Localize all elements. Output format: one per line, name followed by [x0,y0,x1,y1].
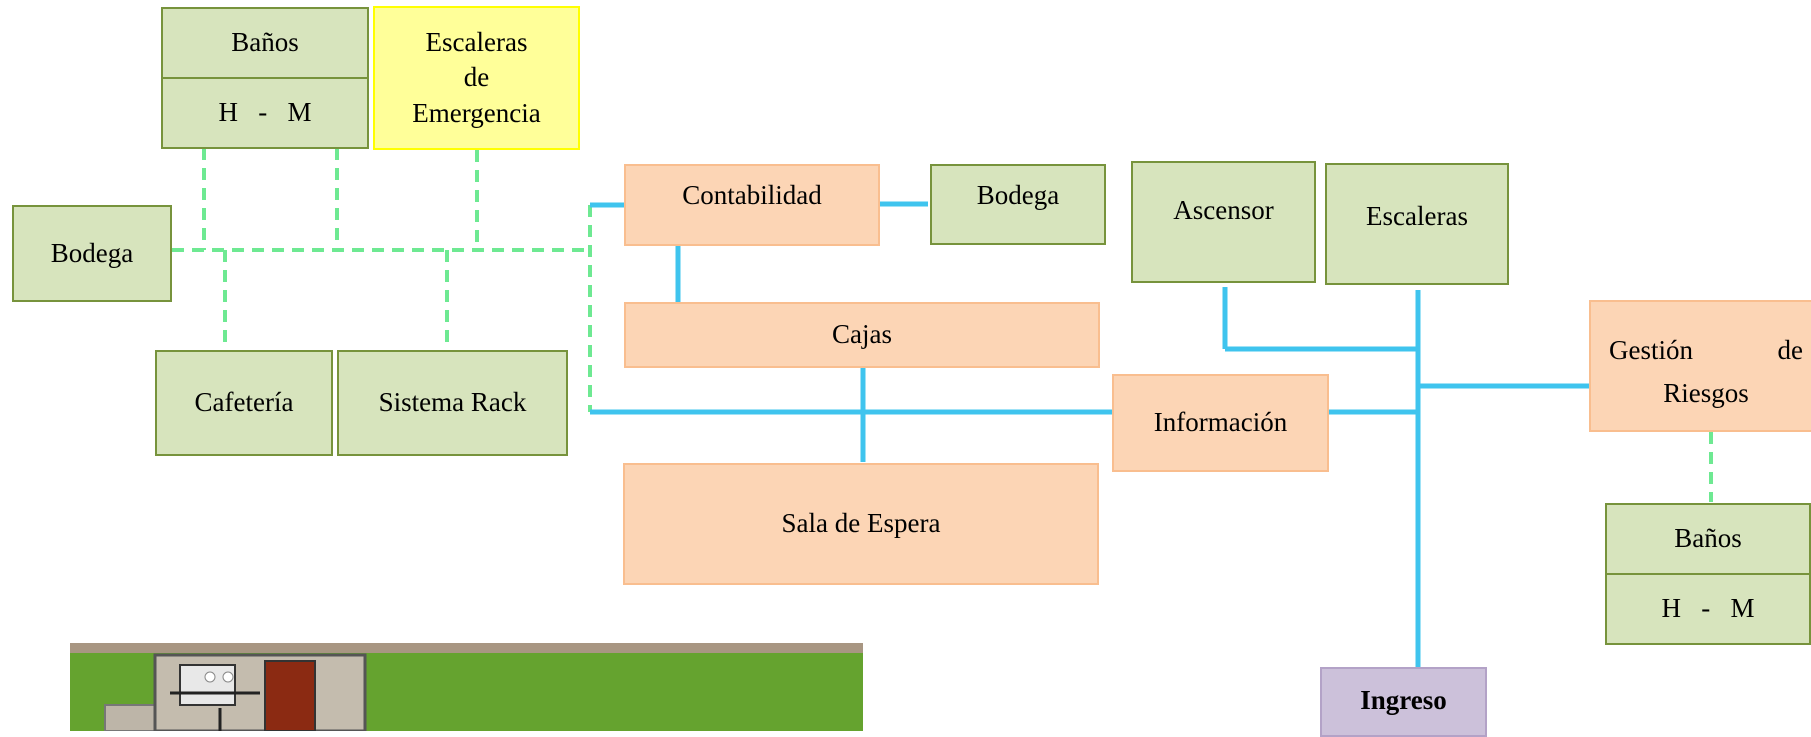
escaleras-label: Escaleras [1366,201,1468,231]
sala-espera-label: Sala de Espera [781,508,941,539]
riesgos-label: Riesgos [1663,378,1749,408]
cafeteria-box: Cafetería [155,350,333,456]
cajas-box: Cajas [624,302,1100,368]
banos-right-title: Baños [1607,505,1809,575]
banos-left-title: Baños [163,9,367,79]
gestion-label: Gestión [1609,334,1693,365]
bodega-left-box: Bodega [12,205,172,302]
ascensor-box: Ascensor [1131,161,1316,283]
bodega-right-box: Bodega [930,164,1106,245]
ingreso-box: Ingreso [1320,667,1487,737]
solid-connectors [590,201,1590,668]
escaleras-emergencia-label: Escaleras de Emergencia [412,27,541,128]
ascensor-label: Ascensor [1173,195,1274,225]
escaleras-box: Escaleras [1325,163,1509,285]
gestion-riesgos-line1: Gestión de [1609,333,1803,368]
cafeteria-label: Cafetería [194,387,294,418]
informacion-label: Información [1153,407,1288,438]
gestion-riesgos-box: Gestión de Riesgos [1589,300,1811,432]
banos-left-box: Baños H - M [161,7,369,149]
sistema-rack-label: Sistema Rack [378,387,527,418]
informacion-box: Información [1112,374,1329,472]
banos-right-subtitle: H - M [1661,593,1755,624]
dashed-connectors [172,148,1713,502]
floor-plan-image [70,643,863,731]
banos-right-box: Baños H - M [1605,503,1811,645]
escaleras-emergencia-box: Escaleras de Emergencia [373,6,580,150]
sala-espera-box: Sala de Espera [623,463,1099,585]
contabilidad-label: Contabilidad [682,180,822,210]
bodega-right-label: Bodega [976,180,1060,210]
banos-left-subtitle: H - M [218,97,312,128]
sistema-rack-box: Sistema Rack [337,350,568,456]
contabilidad-box: Contabilidad [624,164,880,246]
bodega-left-label: Bodega [50,237,134,268]
floor-plan-drawing [70,643,863,731]
de-label: de [1777,334,1803,365]
cajas-label: Cajas [832,319,892,350]
ingreso-label: Ingreso [1360,685,1447,715]
